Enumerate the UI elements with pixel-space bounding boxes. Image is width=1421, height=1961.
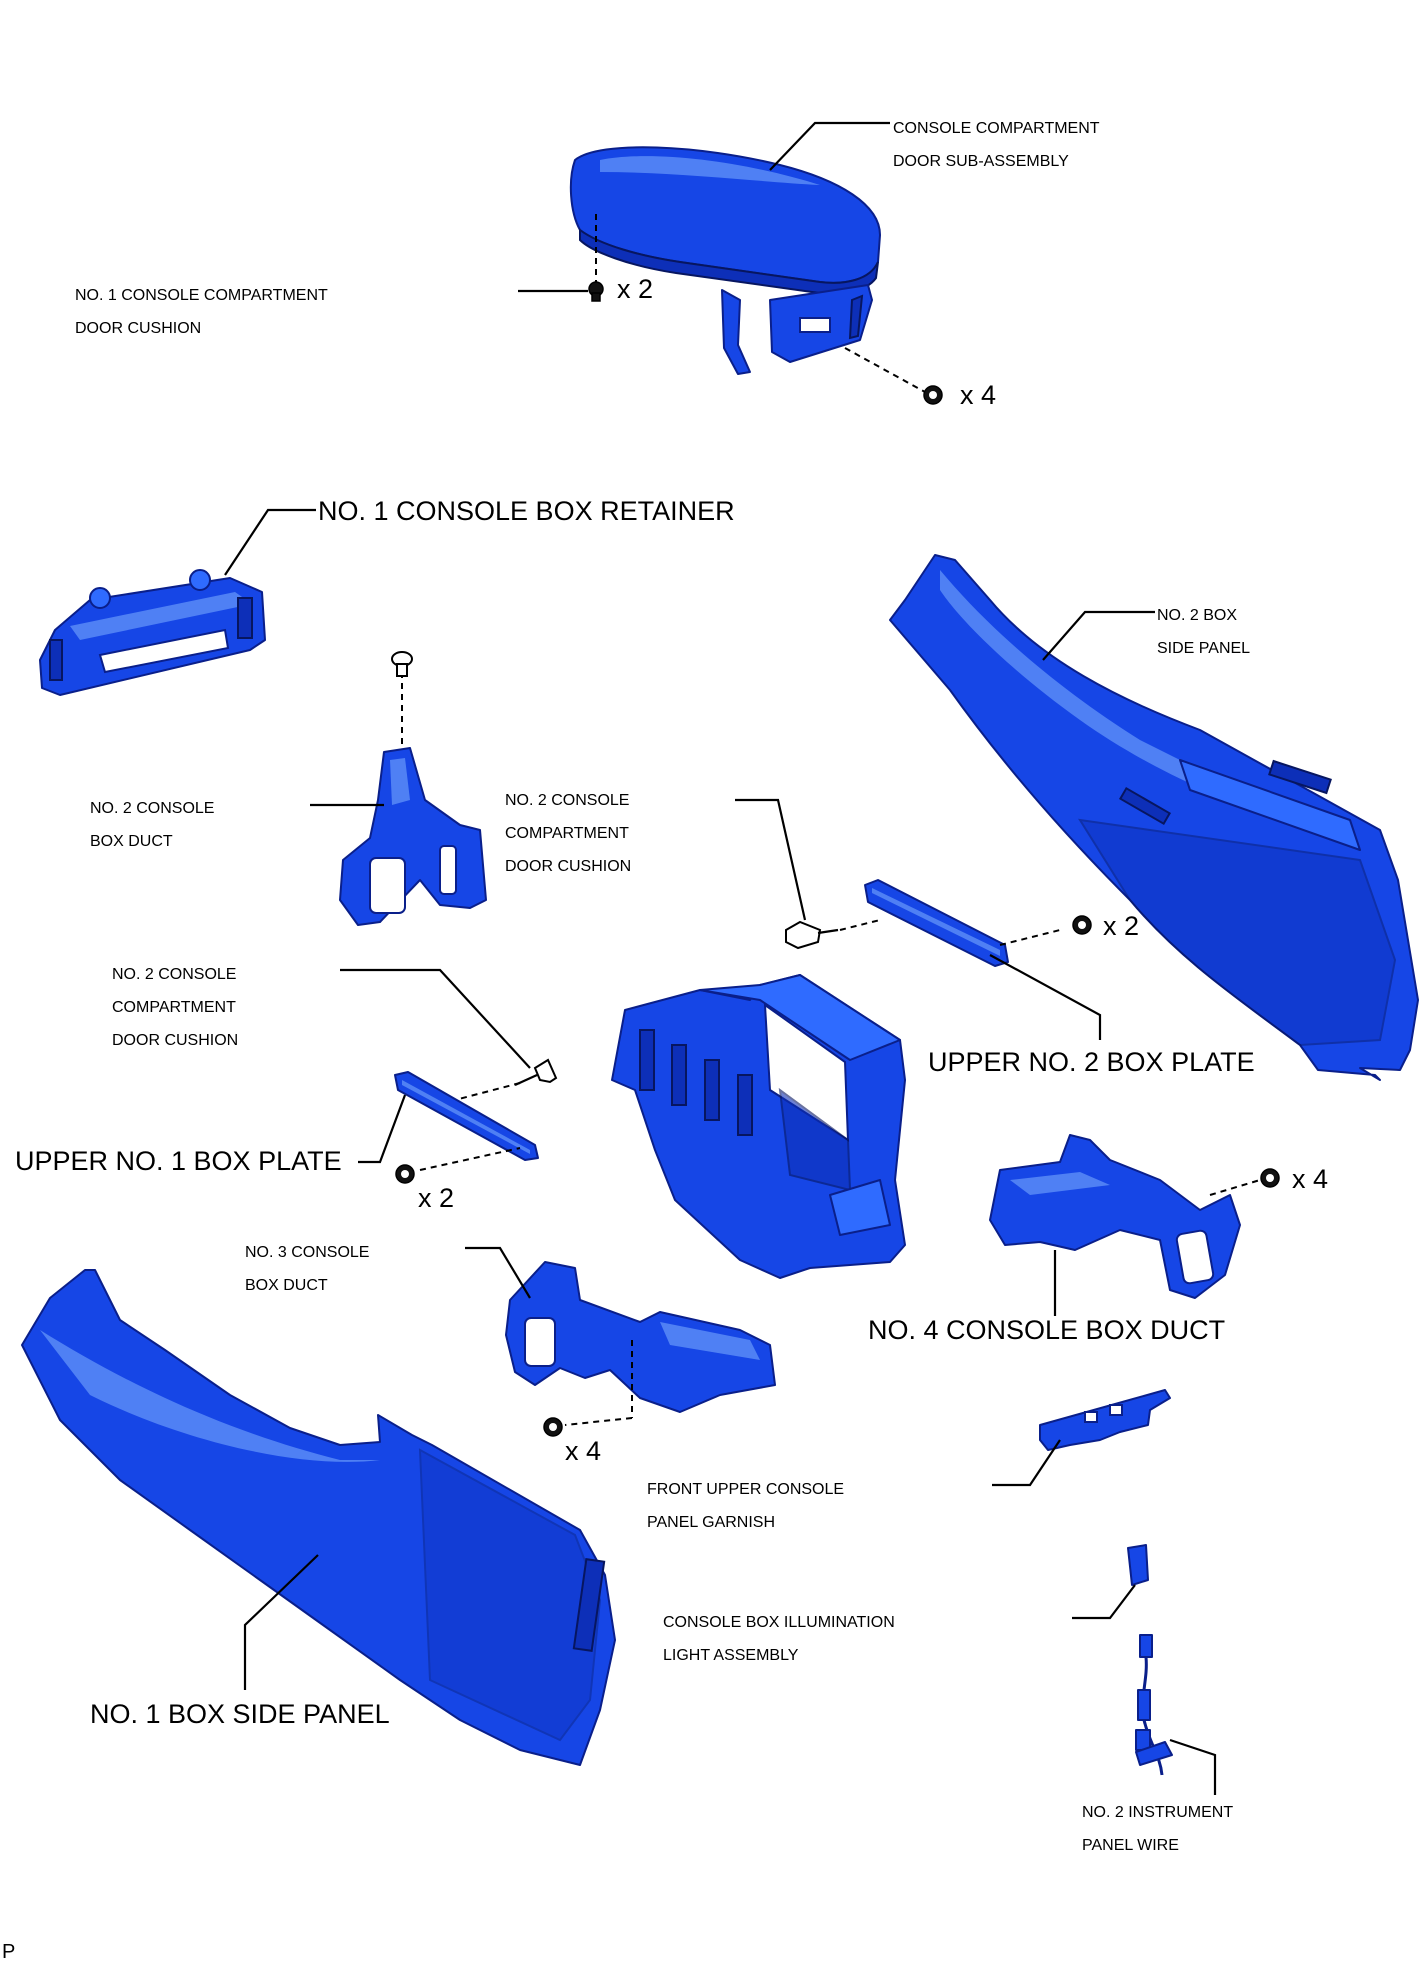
- label-door-sub-assembly: CONSOLE COMPARTMENT DOOR SUB-ASSEMBLY: [893, 120, 1104, 170]
- qty-door-cushion-clips: x 2: [617, 274, 653, 304]
- label-instrument-wire: NO. 2 INSTRUMENT PANEL WIRE: [1082, 1804, 1237, 1854]
- leader-no3-box-duct: [465, 1246, 531, 1299]
- leader-no2-door-cushion-right: [735, 798, 807, 921]
- label-no2-box-side-panel: NO. 2 BOX SIDE PANEL: [1157, 607, 1250, 657]
- plate1-screw-icon: [395, 1164, 415, 1184]
- no2-instrument-panel-wire: [1135, 1634, 1173, 1776]
- front-upper-console-panel-garnish: [1039, 1389, 1171, 1451]
- upper-no1-box-plate: [394, 1071, 539, 1161]
- console-compartment-door-sub-assembly: [569, 146, 881, 375]
- door-screw-icon: [923, 385, 943, 405]
- label-no4-box-duct: NO. 4 CONSOLE BOX DUCT: [868, 1315, 1225, 1345]
- upper-no2-box-plate: [864, 879, 1009, 967]
- no2-console-box-duct: [339, 747, 487, 926]
- label-no2-door-cushion-right: NO. 2 CONSOLE COMPARTMENT DOOR CUSHION: [505, 792, 634, 875]
- figure-code: P: [2, 1941, 15, 1961]
- console-box: [611, 974, 906, 1279]
- leader-instrument-wire: [1169, 1738, 1217, 1795]
- label-no2-box-duct: NO. 2 CONSOLE BOX DUCT: [90, 800, 219, 850]
- no4-console-box-duct: [989, 1134, 1241, 1299]
- label-no1-box-side-panel: NO. 1 BOX SIDE PANEL: [90, 1699, 390, 1729]
- console-box-illumination-light: [1127, 1544, 1149, 1586]
- leader-front-upper-garnish: [992, 1439, 1061, 1487]
- leader-no1-box-side-panel: [243, 1554, 319, 1690]
- label-no3-box-duct: NO. 3 CONSOLE BOX DUCT: [245, 1244, 374, 1294]
- label-illumination-light: CONSOLE BOX ILLUMINATION LIGHT ASSEMBLY: [663, 1614, 899, 1664]
- qty-no4-duct-screws: x 4: [1292, 1164, 1328, 1194]
- no2-door-cushion-left-part: [514, 1058, 558, 1087]
- plate2-screw-icon: [1072, 915, 1092, 935]
- qty-door-screws: x 4: [960, 380, 996, 410]
- label-no1-door-cushion: NO. 1 CONSOLE COMPARTMENT DOOR CUSHION: [75, 287, 332, 337]
- leader-illumination-light: [1072, 1584, 1136, 1620]
- door-cushion-clip-icon: [588, 281, 604, 302]
- leader-upper-no1-box-plate: [358, 1094, 407, 1164]
- no3-console-box-duct: [505, 1261, 776, 1413]
- leader-no2-box-side-panel: [1042, 610, 1155, 661]
- duct4-screw-icon: [1260, 1168, 1280, 1188]
- qty-no2-plate-screws: x 2: [1103, 911, 1139, 941]
- label-upper-no2-box-plate: UPPER NO. 2 BOX PLATE: [928, 1047, 1255, 1077]
- no2-box-side-panel: [889, 554, 1419, 1081]
- leader-door-sub-assembly: [769, 121, 890, 171]
- qty-no1-plate-screws: x 2: [418, 1183, 454, 1213]
- no1-box-side-panel: [21, 1269, 616, 1766]
- label-front-upper-garnish: FRONT UPPER CONSOLE PANEL GARNISH: [647, 1481, 849, 1531]
- leader-no2-door-cushion-left: [340, 968, 531, 1069]
- leader-upper-no2-box-plate: [989, 954, 1102, 1040]
- no2-door-cushion-right-part: [785, 920, 839, 950]
- label-upper-no1-box-plate: UPPER NO. 1 BOX PLATE: [15, 1146, 342, 1176]
- no1-console-box-retainer: [39, 569, 266, 696]
- push-clip-icon: [391, 651, 413, 677]
- label-no1-box-retainer: NO. 1 CONSOLE BOX RETAINER: [318, 496, 735, 526]
- duct3-screw-icon: [543, 1417, 563, 1437]
- leader-no1-box-retainer: [224, 508, 316, 576]
- label-no2-door-cushion-left: NO. 2 CONSOLE COMPARTMENT DOOR CUSHION: [112, 966, 241, 1049]
- qty-no3-duct-screws: x 4: [565, 1436, 601, 1466]
